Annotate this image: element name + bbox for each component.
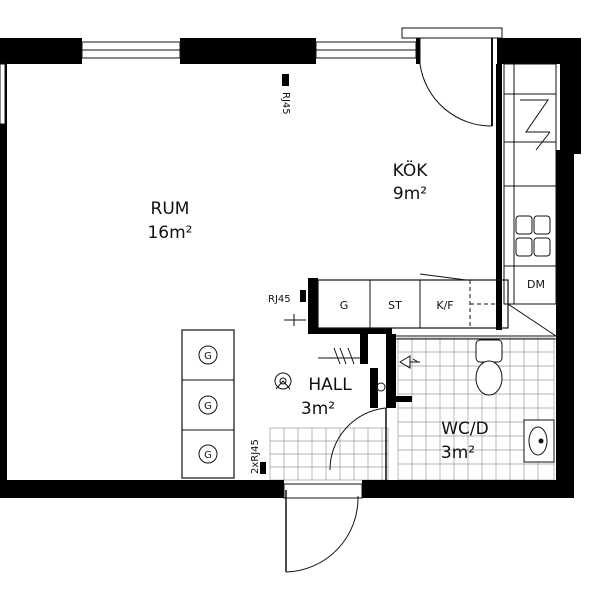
antenna-outlet-icon bbox=[284, 314, 306, 326]
hall-closet-slats bbox=[318, 347, 360, 365]
dishwasher-label: DM bbox=[527, 278, 545, 291]
wardrobe-label: G bbox=[204, 351, 212, 362]
fridge-freezer-label: K/F bbox=[436, 299, 453, 312]
sink-icon bbox=[523, 419, 555, 463]
wardrobe-g-label: G bbox=[340, 299, 349, 312]
exterior-walls bbox=[0, 38, 581, 498]
rj45-label-mid: RJ45 bbox=[268, 294, 291, 305]
wardrobe-label: G bbox=[204, 450, 212, 461]
appliance-row bbox=[317, 273, 560, 337]
window-left bbox=[81, 41, 181, 59]
window-right bbox=[315, 41, 417, 59]
hall-door bbox=[329, 407, 387, 480]
smoke-detector-icon bbox=[274, 372, 292, 390]
hall-tile-floor bbox=[269, 427, 389, 481]
hood-icon bbox=[520, 99, 551, 151]
room-area-wc: 3m² bbox=[441, 443, 475, 463]
wardrobe-label: G bbox=[204, 401, 212, 412]
room-name-hall: HALL bbox=[308, 375, 352, 395]
toilet-icon bbox=[475, 339, 503, 396]
shower-tap-icon bbox=[399, 355, 420, 369]
balcony-door bbox=[401, 27, 503, 127]
room-name-wc: WC/D bbox=[441, 419, 489, 439]
stove-icon bbox=[515, 215, 551, 257]
network-outlet-icon bbox=[300, 290, 306, 302]
washbasin-small-icon bbox=[376, 382, 386, 392]
room-name-kok: KÖK bbox=[393, 159, 429, 181]
window-side bbox=[0, 63, 6, 125]
wc-partition bbox=[396, 335, 556, 340]
entrance-door bbox=[283, 483, 363, 573]
network-outlet-icon bbox=[260, 462, 266, 474]
room-name-rum: RUM bbox=[151, 199, 190, 219]
room-area-hall: 3m² bbox=[301, 399, 335, 419]
room-area-kok: 9m² bbox=[393, 184, 427, 204]
interior-walls bbox=[308, 64, 502, 408]
rj45-label-low: 2xRJ45 bbox=[250, 439, 261, 474]
wardrobe-stack bbox=[181, 329, 235, 479]
storage-st-label: ST bbox=[388, 299, 402, 312]
network-outlet-icon bbox=[282, 74, 289, 86]
rj45-label-top: RJ45 bbox=[280, 92, 291, 115]
room-area-rum: 16m² bbox=[147, 223, 192, 243]
